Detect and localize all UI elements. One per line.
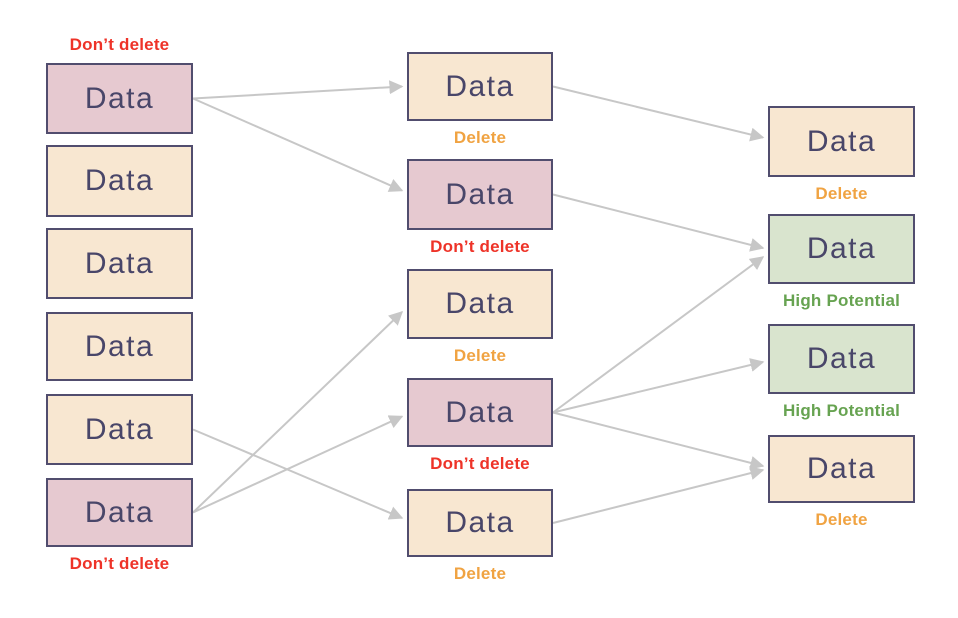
edge-L6-M4 [192, 415, 404, 514]
edge-L1-M1 [192, 80, 404, 100]
annotation-M4: Don’t delete [430, 454, 530, 473]
edge-M1-R1 [552, 85, 765, 142]
data-node-R1: Data [768, 106, 915, 177]
annotation-L1: Don’t delete [69, 35, 170, 54]
annotation-M2: Don’t delete [430, 237, 530, 256]
data-node-M4: Data [407, 378, 553, 447]
data-node-label: Data [84, 246, 155, 280]
data-node-label: Data [806, 124, 877, 158]
data-node-R4: Data [768, 435, 915, 503]
edge-L6-M3 [192, 311, 404, 514]
data-node-M1: Data [407, 52, 553, 121]
annotation-M1: Delete [453, 128, 507, 147]
annotation-R1: Delete [815, 184, 868, 203]
data-node-label: Data [84, 164, 155, 197]
annotation-M5: Delete [453, 564, 507, 583]
data-node-label: Data [84, 81, 155, 115]
annotation-R3: High Potential [782, 401, 901, 420]
data-node-label: Data [84, 495, 155, 529]
data-node-L3: Data [46, 228, 193, 299]
data-node-label: Data [445, 177, 515, 211]
data-node-label: Data [806, 232, 877, 265]
data-node-L5: Data [46, 394, 193, 465]
annotation-R2: High Potential [782, 291, 901, 310]
data-node-L2: Data [46, 145, 193, 217]
edge-L1-M2 [192, 97, 404, 192]
data-node-L4: Data [46, 312, 193, 381]
edge-M2-R2 [552, 193, 765, 252]
edge-L5-M5 [192, 428, 404, 520]
annotation-M3: Delete [453, 346, 507, 365]
edge-M5-R4 [552, 466, 765, 524]
annotation-R4: Delete [815, 510, 868, 529]
data-node-M3: Data [407, 269, 553, 339]
annotation-L6: Don’t delete [69, 554, 170, 573]
edge-M4-R3 [552, 358, 765, 414]
data-node-M5: Data [407, 489, 553, 557]
data-node-label: Data [445, 69, 515, 103]
data-node-M2: Data [407, 159, 553, 230]
data-node-label: Data [806, 342, 877, 375]
data-node-L6: Data [46, 478, 193, 547]
data-node-label: Data [84, 329, 155, 363]
data-node-label: Data [445, 506, 515, 539]
data-node-label: Data [84, 412, 155, 446]
data-node-label: Data [806, 452, 877, 485]
data-node-R3: Data [768, 324, 915, 394]
edge-M4-R4 [552, 411, 765, 470]
data-node-R2: Data [768, 214, 915, 284]
data-node-L1: Data [46, 63, 193, 134]
data-node-label: Data [445, 395, 515, 429]
edge-M4-R2 [552, 256, 765, 414]
data-node-label: Data [445, 287, 515, 320]
